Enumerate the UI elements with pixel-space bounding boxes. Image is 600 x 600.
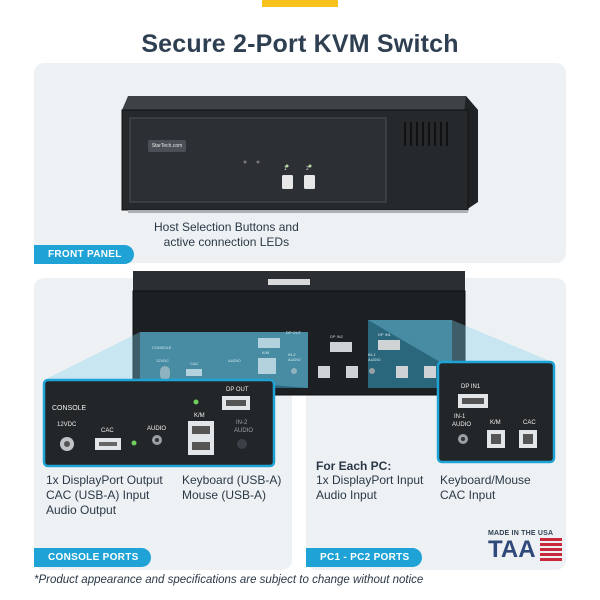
rear-cac-label: CAC [190, 361, 199, 366]
brand-logo: StarTech.com [151, 143, 183, 149]
taa-badge: MADE IN THE USA TAA [488, 530, 568, 570]
pc-caption-left-line: Audio Input [316, 488, 377, 502]
rear-in2-audio-label: IN-2 AUDIO [288, 352, 301, 362]
rear-in1-audio-label: IN-1 AUDIO [368, 352, 381, 362]
console-caption-left-line: 1x DisplayPort Output [46, 473, 163, 487]
zoom-km-label: K/M [194, 413, 205, 419]
console-ports-tab: CONSOLE PORTS [34, 548, 151, 567]
zoom-in2-line1: IN-2 [236, 420, 248, 426]
pc-caption-left-line: 1x DisplayPort Input [316, 473, 424, 487]
pc-caption-heading: For Each PC: [316, 459, 392, 473]
pc-ports-tab: PC1 - PC2 PORTS [306, 548, 422, 567]
console-caption-right-line: Keyboard (USB-A) [182, 473, 282, 487]
rear-12vdc-label: 12VDC [156, 358, 169, 363]
pc-caption-right-line: Keyboard/Mouse [440, 473, 531, 487]
rear-dp-out-label: DP OUT [286, 330, 302, 335]
front-caption-line-1: Host Selection Buttons and [154, 220, 299, 234]
zoom-12vdc-label: 12VDC [57, 422, 77, 428]
taa-top-text: MADE IN THE USA [488, 530, 554, 537]
pc-caption-right-line: CAC Input [440, 488, 496, 502]
footnote: *Product appearance and specifications a… [34, 574, 424, 586]
zoom-in1-line1: IN-1 [454, 414, 466, 420]
zoom-audio-label: AUDIO [147, 426, 167, 432]
pc-caption-right: Keyboard/Mouse CAC Input [440, 473, 531, 503]
rear-dp-in1-label: DP IN1 [378, 332, 391, 337]
front-panel-caption: Host Selection Buttons and active connec… [154, 220, 299, 250]
host-button-1-label: 1 [284, 166, 287, 172]
pc-caption-left: 1x DisplayPort Input Audio Input [316, 473, 423, 503]
flag-icon [540, 538, 562, 564]
zoom-pc-km-label: K/M [490, 420, 501, 426]
zoom-in2-line2: AUDIO [234, 428, 254, 434]
rear-dp-in2-label: DP IN2 [330, 334, 343, 339]
console-caption-right: Keyboard (USB-A) Mouse (USB-A) [182, 473, 281, 503]
zoom-cac-label: CAC [101, 428, 114, 434]
taa-main-text: TAA [488, 536, 536, 563]
front-caption-line-2: active connection LEDs [163, 235, 290, 249]
zoom-in1-line2: AUDIO [452, 422, 472, 428]
console-caption-right-line: Mouse (USB-A) [182, 488, 267, 502]
page-title: Secure 2-Port KVM Switch [141, 30, 459, 58]
zoom-pc-cac-label: CAC [523, 420, 536, 426]
zoom-dp-out-label: DP OUT [226, 387, 249, 393]
console-caption-left: 1x DisplayPort Output CAC (USB-A) Input … [46, 473, 163, 518]
console-caption-left-line: CAC (USB-A) Input [46, 488, 150, 502]
front-panel-tab: FRONT PANEL [34, 245, 134, 264]
host-button-2-label: 2 [306, 166, 309, 172]
rear-km-label: K/M [262, 350, 270, 355]
rear-audio-label: AUDIO [228, 358, 241, 363]
console-caption-left-line: Audio Output [46, 503, 117, 517]
zoom-console-label: CONSOLE [52, 405, 87, 412]
top-accent-bar [262, 0, 338, 7]
zoom-dp-in1-label: DP IN1 [461, 384, 481, 390]
rear-console-label: CONSOLE [152, 345, 172, 350]
